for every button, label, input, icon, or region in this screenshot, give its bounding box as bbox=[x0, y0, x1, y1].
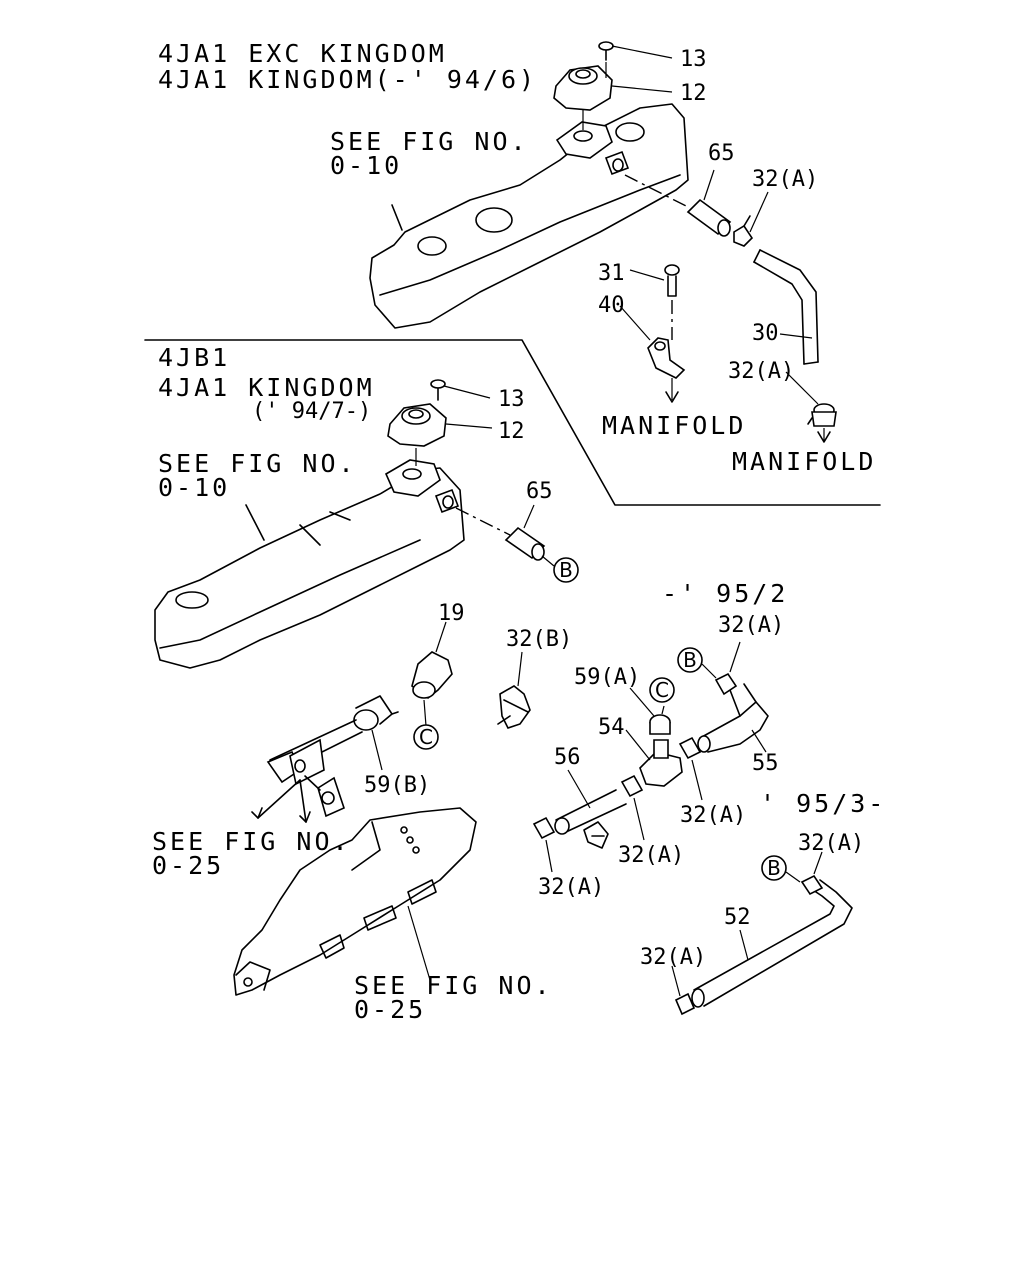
range-early: -' 95/2 bbox=[662, 579, 788, 608]
label-32a-55: 32(A) bbox=[718, 613, 784, 638]
label-12-mid: 12 bbox=[498, 419, 525, 444]
label-59b: 59(B) bbox=[364, 773, 430, 798]
see-fig-top: SEE FIG NO. bbox=[330, 127, 529, 156]
manifold-label-2: MANIFOLD bbox=[732, 447, 876, 476]
see-fig-exh2: SEE FIG NO. bbox=[354, 971, 553, 1000]
svg-text:C: C bbox=[655, 678, 669, 702]
see-fig-mid-no: 0-10 bbox=[158, 473, 230, 502]
clip-59b bbox=[353, 695, 399, 771]
label-13-mid: 13 bbox=[498, 387, 525, 412]
pipe-65-top bbox=[686, 169, 732, 237]
svg-text:C: C bbox=[419, 725, 433, 749]
hose-55 bbox=[697, 683, 769, 753]
heading-mid-line1: 4JB1 bbox=[158, 343, 230, 372]
label-32a-52bot: 32(A) bbox=[640, 945, 706, 970]
clip-32a-54l bbox=[620, 774, 645, 841]
cap-59a bbox=[629, 687, 671, 735]
section-divider bbox=[144, 339, 881, 506]
label-59a: 59(A) bbox=[574, 665, 640, 690]
see-fig-mid: SEE FIG NO. bbox=[158, 449, 357, 478]
screw-13-mid bbox=[430, 379, 491, 401]
breather-cap-top bbox=[553, 65, 613, 130]
hose-30 bbox=[753, 249, 819, 365]
bracket-40 bbox=[619, 305, 686, 403]
label-55: 55 bbox=[752, 751, 779, 776]
hose-19 bbox=[411, 621, 453, 727]
see-fig-exh2-no: 0-25 bbox=[354, 995, 426, 1024]
label-19: 19 bbox=[438, 601, 465, 626]
screw-13-top bbox=[598, 41, 673, 61]
label-40: 40 bbox=[598, 293, 625, 318]
clip-32a-lower bbox=[785, 371, 837, 443]
heading-mid-line3: (' 94/7-) bbox=[252, 399, 371, 424]
clip-32a-52top bbox=[800, 851, 824, 896]
svg-text:B: B bbox=[767, 856, 781, 880]
centerline-65-mid bbox=[455, 507, 511, 536]
tee-54 bbox=[625, 729, 683, 787]
clip-32b bbox=[497, 651, 531, 729]
exhaust-heat-shield bbox=[233, 807, 477, 996]
label-12-top: 12 bbox=[680, 81, 707, 106]
clip-32a-56 bbox=[532, 816, 556, 873]
label-65-mid: 65 bbox=[526, 479, 553, 504]
connector-b-3: B bbox=[761, 855, 801, 883]
connector-b-1: B bbox=[553, 557, 579, 583]
clip-32a-55 bbox=[714, 641, 741, 696]
heading-top-line1: 4JA1 EXC KINGDOM bbox=[158, 39, 447, 68]
label-65-top: 65 bbox=[708, 141, 735, 166]
label-32a-30: 32(A) bbox=[728, 359, 794, 384]
label-32a-54r: 32(A) bbox=[680, 803, 746, 828]
connector-c-1: C bbox=[413, 724, 439, 750]
clip-32a-54r bbox=[678, 736, 703, 801]
label-54: 54 bbox=[598, 715, 625, 740]
range-late: ' 95/3- bbox=[760, 789, 886, 818]
label-13-top: 13 bbox=[680, 47, 707, 72]
clip-32a-top bbox=[733, 191, 769, 247]
exhaust-pipe-fitting bbox=[251, 719, 363, 823]
label-52: 52 bbox=[724, 905, 751, 930]
label-30: 30 bbox=[752, 321, 779, 346]
small-bracket bbox=[583, 821, 609, 849]
leader-12b-top bbox=[611, 85, 673, 93]
manifold-label-1: MANIFOLD bbox=[602, 411, 746, 440]
rocker-cover-mid bbox=[154, 467, 465, 669]
see-fig-exh1-no: 0-25 bbox=[152, 851, 224, 880]
see-fig-top-no: 0-10 bbox=[330, 151, 402, 180]
hose-56 bbox=[554, 769, 627, 835]
heading-mid-line2: 4JA1 KINGDOM bbox=[158, 373, 375, 402]
pipe-65-mid bbox=[504, 504, 555, 567]
breather-cap-mid bbox=[387, 403, 493, 466]
svg-text:B: B bbox=[683, 648, 697, 672]
breather-base-mid bbox=[384, 459, 460, 514]
label-32a-52top: 32(A) bbox=[798, 831, 864, 856]
centerline-65-top bbox=[624, 174, 691, 209]
connector-c-2: C bbox=[649, 677, 675, 703]
see-fig-exh1: SEE FIG NO. bbox=[152, 827, 351, 856]
label-32a-top: 32(A) bbox=[752, 167, 818, 192]
label-31: 31 bbox=[598, 261, 625, 286]
svg-text:B: B bbox=[559, 558, 573, 582]
heading-top-line2: 4JA1 KINGDOM(-' 94/6) bbox=[158, 65, 537, 94]
label-32b: 32(B) bbox=[506, 627, 572, 652]
hose-52 bbox=[691, 879, 853, 1008]
label-32a-56: 32(A) bbox=[538, 875, 604, 900]
label-32a-54l: 32(A) bbox=[618, 843, 684, 868]
breather-base-top bbox=[555, 121, 630, 176]
clip-32a-52bot bbox=[671, 965, 696, 1016]
rocker-cover-top bbox=[369, 103, 689, 329]
connector-b-2: B bbox=[677, 647, 717, 679]
label-56: 56 bbox=[554, 745, 581, 770]
bolt-31 bbox=[629, 264, 680, 340]
